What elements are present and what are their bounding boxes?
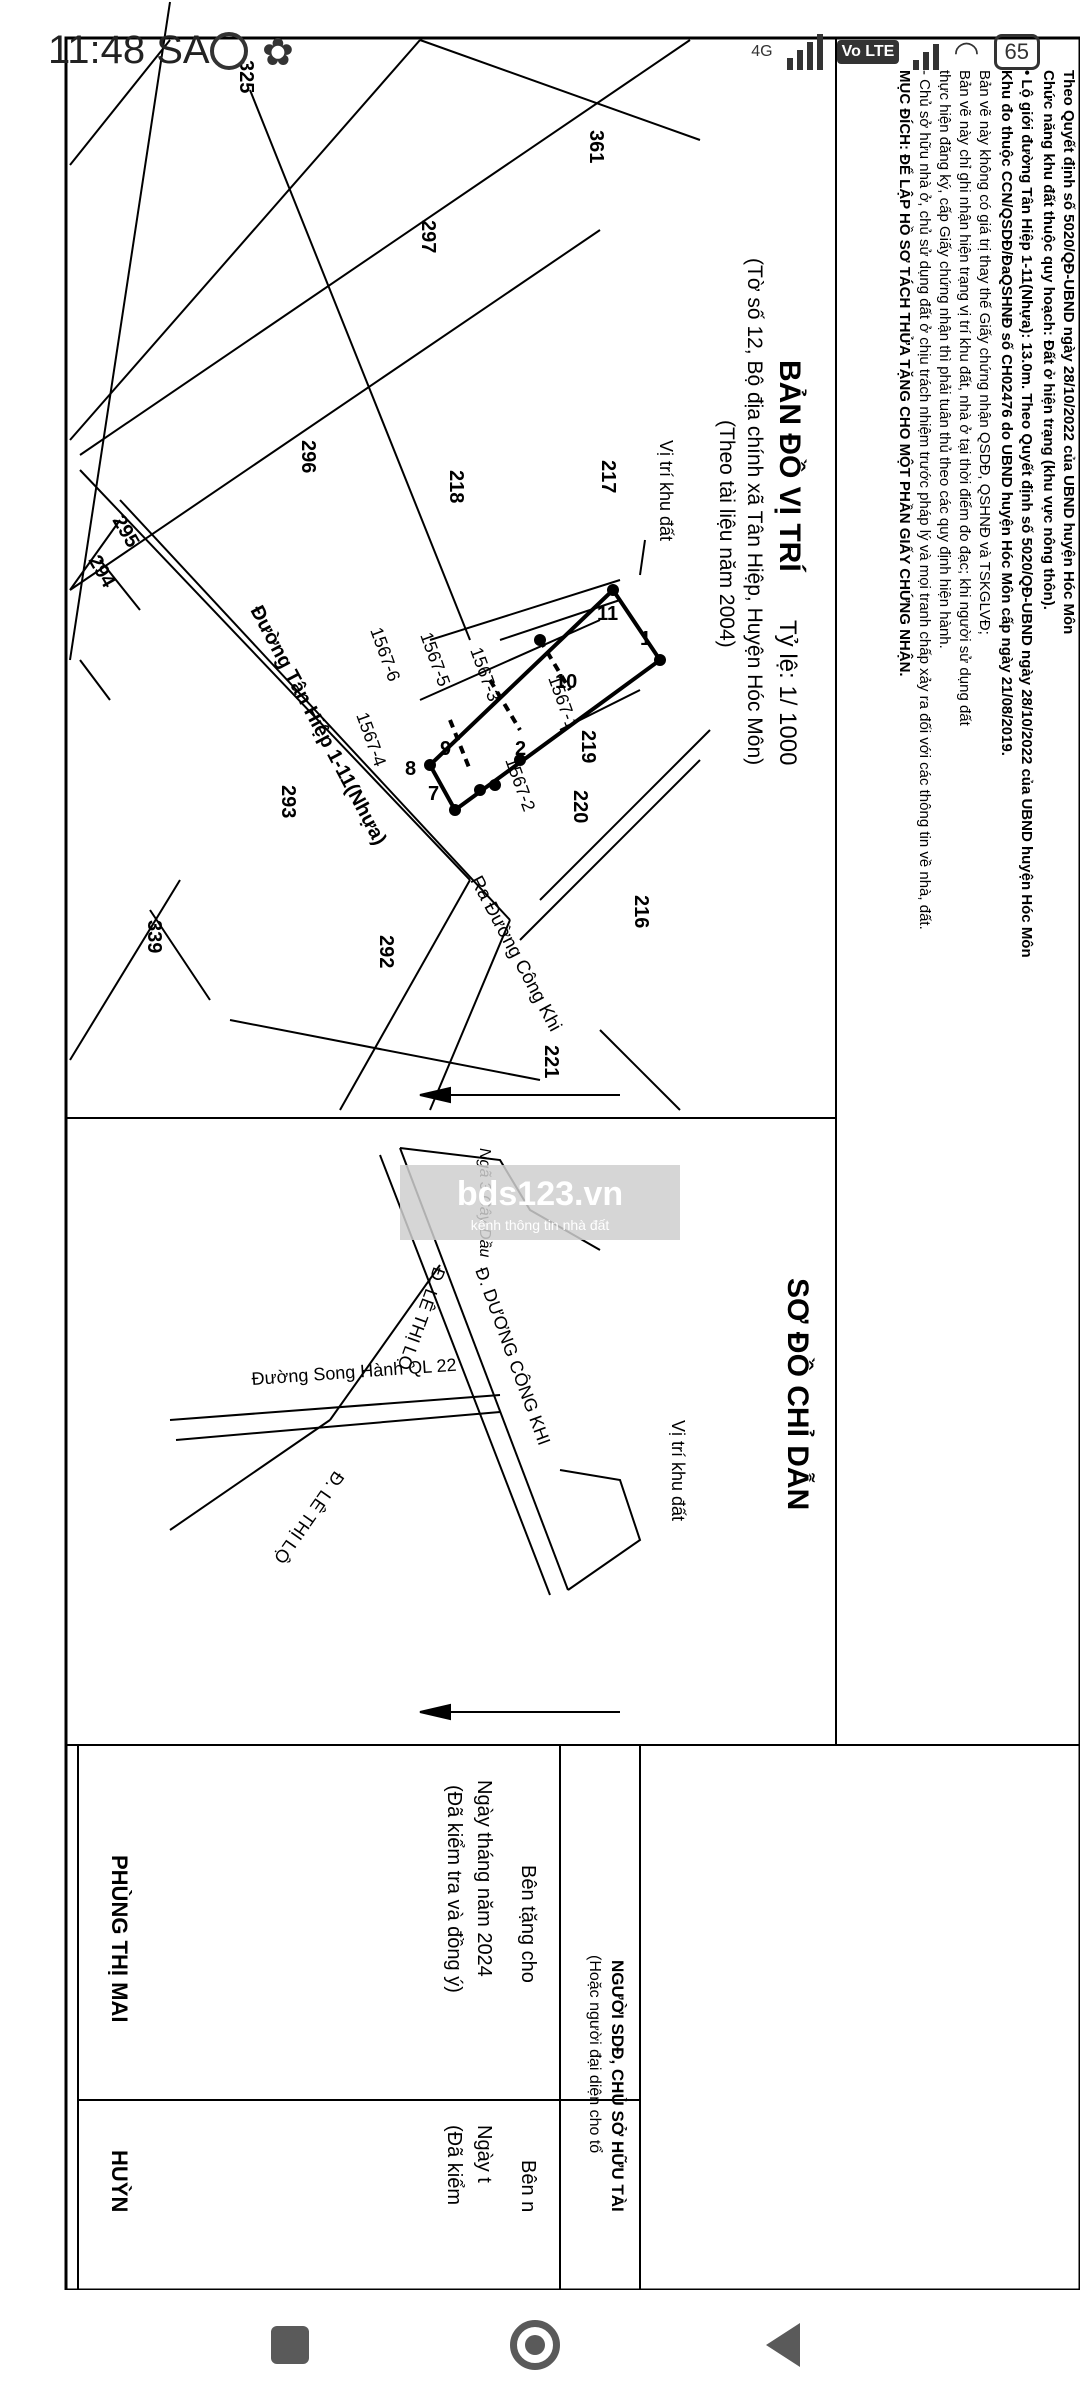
point-2: 2 <box>515 738 526 760</box>
guide-title-block: SƠ ĐỒ CHỈ DẪN <box>781 1278 815 1510</box>
parcel-217: 217 <box>597 460 619 493</box>
wifi-icon: ◠ <box>953 35 980 69</box>
watermark-text: bds123.vn <box>457 1175 623 1213</box>
map-scale: Tỷ lệ: 1/ 1000 <box>774 620 801 765</box>
parcel-219: 219 <box>577 730 599 763</box>
north-arrow-guide <box>419 1703 620 1721</box>
parcel-325: 325 <box>235 60 257 93</box>
status-bar: 11:48 SA ✿ 4G Vo LTE ◠ 65 <box>0 0 1080 110</box>
note-line-8: - Chủ sở hữu nhà ở, chủ sử dụng đất ở ch… <box>916 70 933 930</box>
signal-2-icon <box>913 34 940 70</box>
parcel-296: 296 <box>297 440 319 473</box>
date-note: (Đã kiểm tra và đồng ý) <box>443 1785 465 1993</box>
note-line-4: Khu đo thuộc CCN/QSDĐ/ĐaQSHNĐ số CH02476… <box>998 70 1015 756</box>
watermark: bds123.vn kênh thông tin nhà đất <box>400 1165 680 1240</box>
recent-apps-button[interactable] <box>255 2310 325 2380</box>
date-line2: Ngày t <box>473 2125 495 2183</box>
parcel-216: 216 <box>630 895 652 928</box>
signature-table-text: NGƯỜI SDĐ, CHỦ SỞ HỮU TÀI (Hoặc người đạ… <box>107 1780 628 2212</box>
person2: HUỲN <box>107 2150 132 2212</box>
date-note2: (Đã kiểm <box>443 2125 465 2205</box>
page-frame <box>64 36 1080 2292</box>
cadastral-lines <box>69 1 711 1111</box>
note-line-9: MỤC ĐÍCH: ĐỂ LẬP HỒ SƠ TÁCH THỬA TẶNG CH… <box>896 70 914 677</box>
triangle-back-icon <box>766 2323 800 2367</box>
document-viewer[interactable]: Theo Quyết định số 5020/QĐ-UBND ngày 28/… <box>0 0 1080 2292</box>
point-8: 8 <box>405 758 416 780</box>
date-line: Ngày tháng năm 2024 <box>473 1780 495 1977</box>
point-11: 11 <box>597 603 618 625</box>
volte-badge: Vo LTE <box>836 40 900 64</box>
map-sub2: (Theo tài liệu năm 2004) <box>715 420 738 648</box>
back-button[interactable] <box>748 2310 818 2380</box>
note-line-7: thực hiện đăng ký, cấp Giấy chứng nhận t… <box>936 70 953 649</box>
parcel-297: 297 <box>417 220 439 253</box>
parcel-361: 361 <box>585 130 607 163</box>
navigation-bar <box>0 2290 1080 2400</box>
status-time: 11:48 SA <box>48 28 210 72</box>
square-icon <box>271 2326 309 2364</box>
parcel-218: 218 <box>445 470 467 503</box>
guide-site-label: Vị trí khu đất <box>668 1420 688 1521</box>
note-line-5: Bản vẽ này không có giá trị thay thế Giấ… <box>976 70 993 635</box>
site-label-group: Vị trí khu đất <box>639 440 676 576</box>
point-1: 1 <box>640 628 651 650</box>
circle-icon <box>510 2320 560 2370</box>
table-col2: Bên n <box>517 2160 539 2212</box>
site-points <box>424 584 666 816</box>
status-icons: 4G Vo LTE ◠ 65 <box>751 30 1040 74</box>
table-header1: NGƯỜI SDĐ, CHỦ SỞ HỮU TÀI <box>608 1960 628 2212</box>
notes-block: Theo Quyết định số 5020/QĐ-UBND ngày 28/… <box>896 70 1077 958</box>
parcel-220: 220 <box>569 790 591 823</box>
map-title: BẢN ĐỒ VỊ TRÍ <box>773 360 807 572</box>
point-7: 7 <box>428 783 439 805</box>
point-9: 9 <box>440 738 451 760</box>
parcel-293: 293 <box>277 785 299 818</box>
map-title-block: BẢN ĐỒ VỊ TRÍ Tỷ lệ: 1/ 1000 (Tờ số 12, … <box>715 258 807 765</box>
north-arrow-map <box>419 1086 620 1104</box>
point-10: 10 <box>555 671 577 693</box>
parcel-221: 221 <box>540 1045 562 1078</box>
watermark-sub: kênh thông tin nhà đất <box>471 1217 610 1233</box>
parcel-339: 339 <box>143 920 165 953</box>
signature-table <box>78 1745 641 2290</box>
map-sub1: (Tờ số 12, Bộ địa chính xã Tân Hiệp, Huy… <box>743 258 766 765</box>
person1: PHÙNG THỊ MAI <box>107 1855 132 2022</box>
gear-icon: ✿ <box>262 32 294 74</box>
note-line-1: Theo Quyết định số 5020/QĐ-UBND ngày 28/… <box>1060 70 1077 634</box>
guide-title: SƠ ĐỒ CHỈ DẪN <box>781 1278 815 1510</box>
note-line-6: Bản vẽ này chỉ ghi nhận hiện trạng vị tr… <box>956 70 973 727</box>
battery-indicator: 65 <box>993 34 1040 70</box>
alarm-icon <box>210 32 248 70</box>
note-line-2: Chức năng khu đất thuộc quy hoạch: Đất ở… <box>1040 70 1057 610</box>
scanned-document: Theo Quyết định số 5020/QĐ-UBND ngày 28/… <box>64 1 1080 2292</box>
site-label: Vị trí khu đất <box>656 440 676 541</box>
table-header2: (Hoặc người đại diện cho tổ <box>586 1955 604 2153</box>
network-type-label: 4G <box>751 43 773 60</box>
note-line-3: • Lộ giới đường Tân Hiệp 1-11(Nhựa): 13.… <box>1018 70 1035 958</box>
home-button[interactable] <box>500 2310 570 2380</box>
table-col1: Bên tặng cho <box>517 1865 539 1983</box>
signal-icon <box>786 34 823 70</box>
parcel-292: 292 <box>375 935 397 968</box>
point-labels: 11 1 10 2 9 8 7 <box>405 603 651 805</box>
